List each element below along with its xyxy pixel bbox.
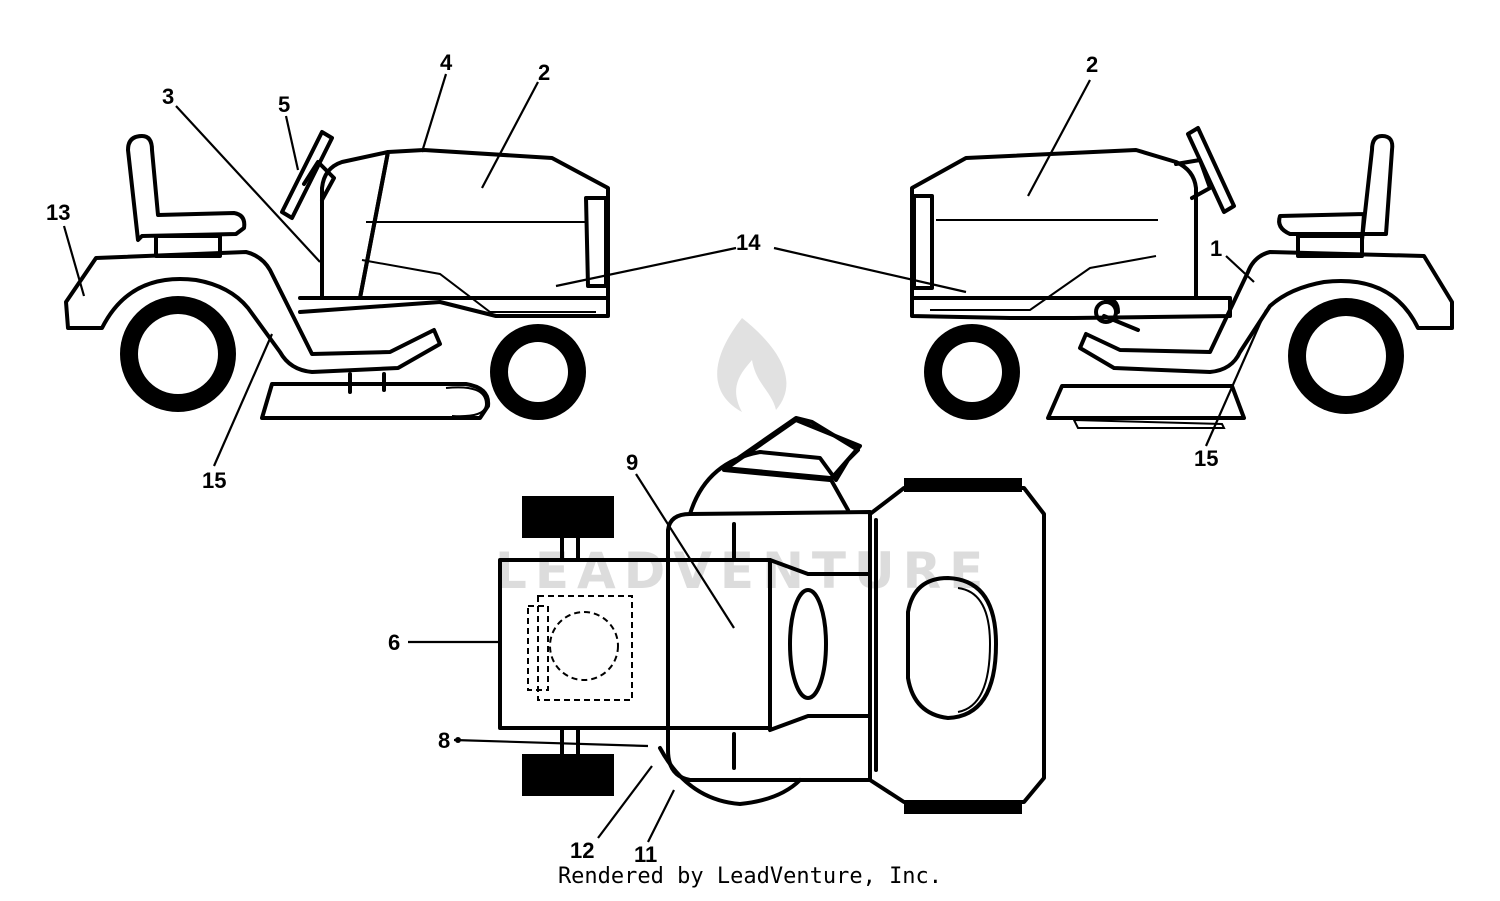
seat-back xyxy=(1277,134,1395,242)
steering-column xyxy=(302,160,336,202)
footer-credit: Rendered by LeadVenture, Inc. xyxy=(557,864,943,889)
hood xyxy=(358,148,610,300)
callout-1: 1 xyxy=(1210,236,1222,261)
callout-2-left: 2 xyxy=(538,60,550,85)
callout-2-right: 2 xyxy=(1086,52,1098,77)
chute-top xyxy=(722,418,862,482)
rear-body xyxy=(868,486,1046,804)
seat-post xyxy=(1296,234,1364,258)
callout-14: 14 xyxy=(736,230,761,255)
steering-column xyxy=(1174,158,1212,200)
front-tire-top xyxy=(904,478,1022,492)
callout-11: 11 xyxy=(634,842,657,867)
callouts: 4 2 3 5 13 14 15 2 1 15 9 6 8 12 11 xyxy=(46,50,1222,867)
callout-15-right: 15 xyxy=(1194,446,1218,471)
rear-fender xyxy=(1078,250,1454,374)
grille xyxy=(912,194,934,290)
hood-side-line xyxy=(930,255,1157,311)
frame xyxy=(298,296,610,318)
deck-outline xyxy=(658,416,860,806)
dash-oval xyxy=(788,588,828,700)
callout-5: 5 xyxy=(278,92,290,117)
top-view xyxy=(498,416,1046,814)
foot-pedal xyxy=(348,372,386,394)
seat-back xyxy=(126,134,247,242)
rear-fender xyxy=(64,250,442,374)
callout-13: 13 xyxy=(46,200,70,225)
steering-wheel xyxy=(280,130,334,220)
body-center xyxy=(666,510,872,782)
rear-tire-bottom xyxy=(522,754,614,796)
grille xyxy=(584,196,608,288)
deck-chute xyxy=(1072,418,1226,429)
frame xyxy=(910,296,1232,320)
callout-6: 6 xyxy=(388,630,400,655)
deck-chute xyxy=(445,386,488,418)
battery-box xyxy=(537,595,633,701)
left-side-view xyxy=(64,130,610,420)
hitch-knob xyxy=(1102,297,1140,332)
callout-8: 8 xyxy=(438,728,450,753)
dash-tower xyxy=(320,150,390,300)
callout-9: 9 xyxy=(626,450,638,475)
mower-deck xyxy=(260,382,491,420)
mower-deck xyxy=(1046,384,1246,420)
flame-icon xyxy=(717,318,787,412)
callout-3: 3 xyxy=(162,84,174,109)
fuel-cap-outline xyxy=(549,611,619,681)
rear-tire-top xyxy=(522,496,614,538)
callout-4: 4 xyxy=(440,50,453,75)
right-side-view xyxy=(910,126,1454,429)
seat-back-line xyxy=(957,587,992,713)
tractor-front xyxy=(498,558,772,730)
rear-axle xyxy=(560,536,580,756)
battery-outline xyxy=(527,605,549,691)
steering-wheel xyxy=(1186,126,1236,214)
seat-top xyxy=(906,576,998,720)
leader-lines xyxy=(62,73,1268,843)
front-tire-bottom xyxy=(904,800,1022,814)
callout-15-left: 15 xyxy=(202,468,226,493)
hood xyxy=(910,148,1198,300)
callout-12: 12 xyxy=(570,838,594,863)
hood-side-line xyxy=(361,259,596,313)
